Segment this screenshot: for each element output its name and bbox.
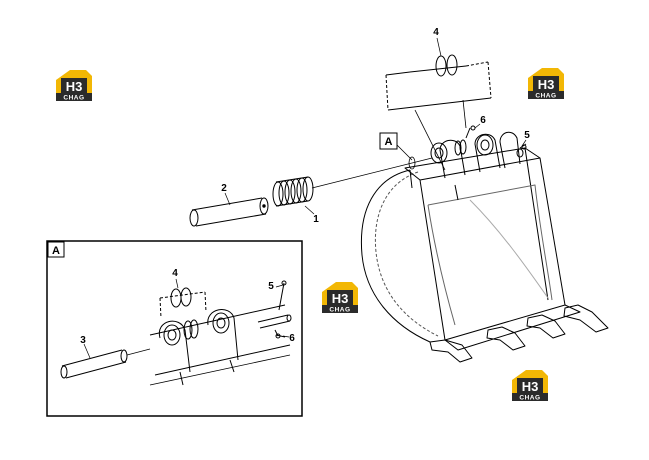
callout-5-detail: 5 [268, 281, 274, 292]
detail-view-a: A [46, 240, 303, 417]
spring-1 [272, 176, 314, 207]
view-label-main-text: A [385, 136, 393, 148]
callout-6-detail: 6 [289, 333, 295, 344]
callout-6-top: 6 [480, 115, 486, 126]
detail-assembly [60, 280, 292, 386]
detail-frame [46, 240, 303, 417]
watermark-sub: CHAG [63, 95, 84, 102]
pin-5-top [519, 143, 527, 150]
pin-2 [189, 197, 269, 227]
callout-4-detail: 4 [172, 268, 178, 279]
watermark-logo: H3 CHAG [512, 370, 548, 402]
leader-lines-detail [83, 278, 290, 359]
view-label-detail-text: A [52, 245, 60, 257]
watermark-brand: H3 [332, 291, 349, 306]
watermark-sub: CHAG [329, 307, 350, 314]
bolt-6-top [465, 125, 476, 139]
watermark-logo: H3 CHAG [528, 68, 564, 100]
watermark-brand: H3 [538, 77, 555, 92]
leader-lines-top [224, 37, 527, 215]
view-label-main: A [379, 132, 413, 161]
callout-2: 2 [221, 183, 227, 194]
assembly-centerline [311, 156, 433, 189]
o-ring-group-4-top [385, 54, 492, 171]
callout-5-top: 5 [524, 130, 530, 141]
bucket [360, 131, 609, 363]
callout-4-top: 4 [433, 27, 439, 38]
watermark-logo: H3 CHAG [322, 282, 358, 314]
watermark-brand: H3 [522, 379, 539, 394]
watermark-logo: H3 CHAG [56, 70, 92, 102]
watermark-sub: CHAG [519, 395, 540, 402]
callout-1: 1 [313, 214, 319, 225]
watermark-brand: H3 [66, 79, 83, 94]
callout-3: 3 [80, 335, 86, 346]
watermark-sub: CHAG [535, 93, 556, 100]
